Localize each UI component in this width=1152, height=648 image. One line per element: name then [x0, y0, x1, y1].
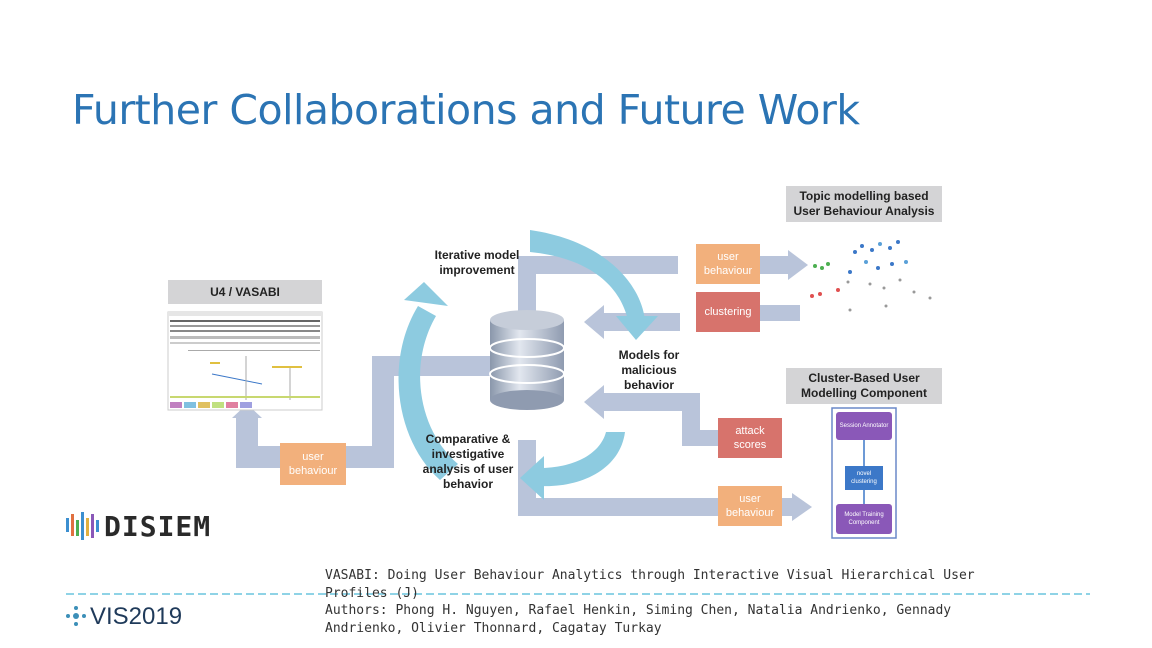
topic-modelling-header: Topic modelling based User Behaviour Ana… [786, 186, 942, 222]
disiem-logo-mark [66, 512, 99, 540]
novel-clustering-box: novel clustering [845, 466, 883, 490]
model-training-box: Model Training Component [836, 504, 892, 534]
user-behaviour-top-box: user behaviour [696, 244, 760, 284]
topic-scatter-graphic [810, 240, 932, 312]
database-icon [489, 310, 565, 410]
disiem-logo-text: DISIEM [104, 510, 212, 543]
vis-logo-mark [66, 606, 86, 626]
vis-logo-text: VIS2019 [90, 603, 183, 630]
attack-scores-box: attack scores [718, 418, 782, 458]
caption-authors: Authors: Phong H. Nguyen, Rafael Henkin,… [325, 603, 952, 636]
session-annotator-box: Session Annotator [836, 412, 892, 440]
paper-caption: VASABI: Doing User Behaviour Analytics t… [325, 567, 1025, 637]
slide-title: Further Collaborations and Future Work [72, 86, 860, 134]
vasabi-screenshot-thumbnail [167, 311, 323, 411]
models-malicious-label: Models for malicious behavior [618, 348, 680, 392]
caption-title: VASABI: Doing User Behaviour Analytics t… [325, 568, 975, 601]
cyan-curved-arrows [398, 230, 658, 500]
iterative-model-label: Iterative model improvement [434, 248, 520, 277]
u4-vasabi-header: U4 / VASABI [168, 280, 322, 304]
cluster-component-frame [831, 407, 897, 539]
cluster-based-header: Cluster-Based User Modelling Component [786, 368, 942, 404]
clustering-box: clustering [696, 292, 760, 332]
comparative-analysis-label: Comparative & investigative analysis of … [422, 432, 514, 491]
user-behaviour-bottom-box: user behaviour [718, 486, 782, 526]
user-behaviour-left-box: user behaviour [280, 443, 346, 485]
